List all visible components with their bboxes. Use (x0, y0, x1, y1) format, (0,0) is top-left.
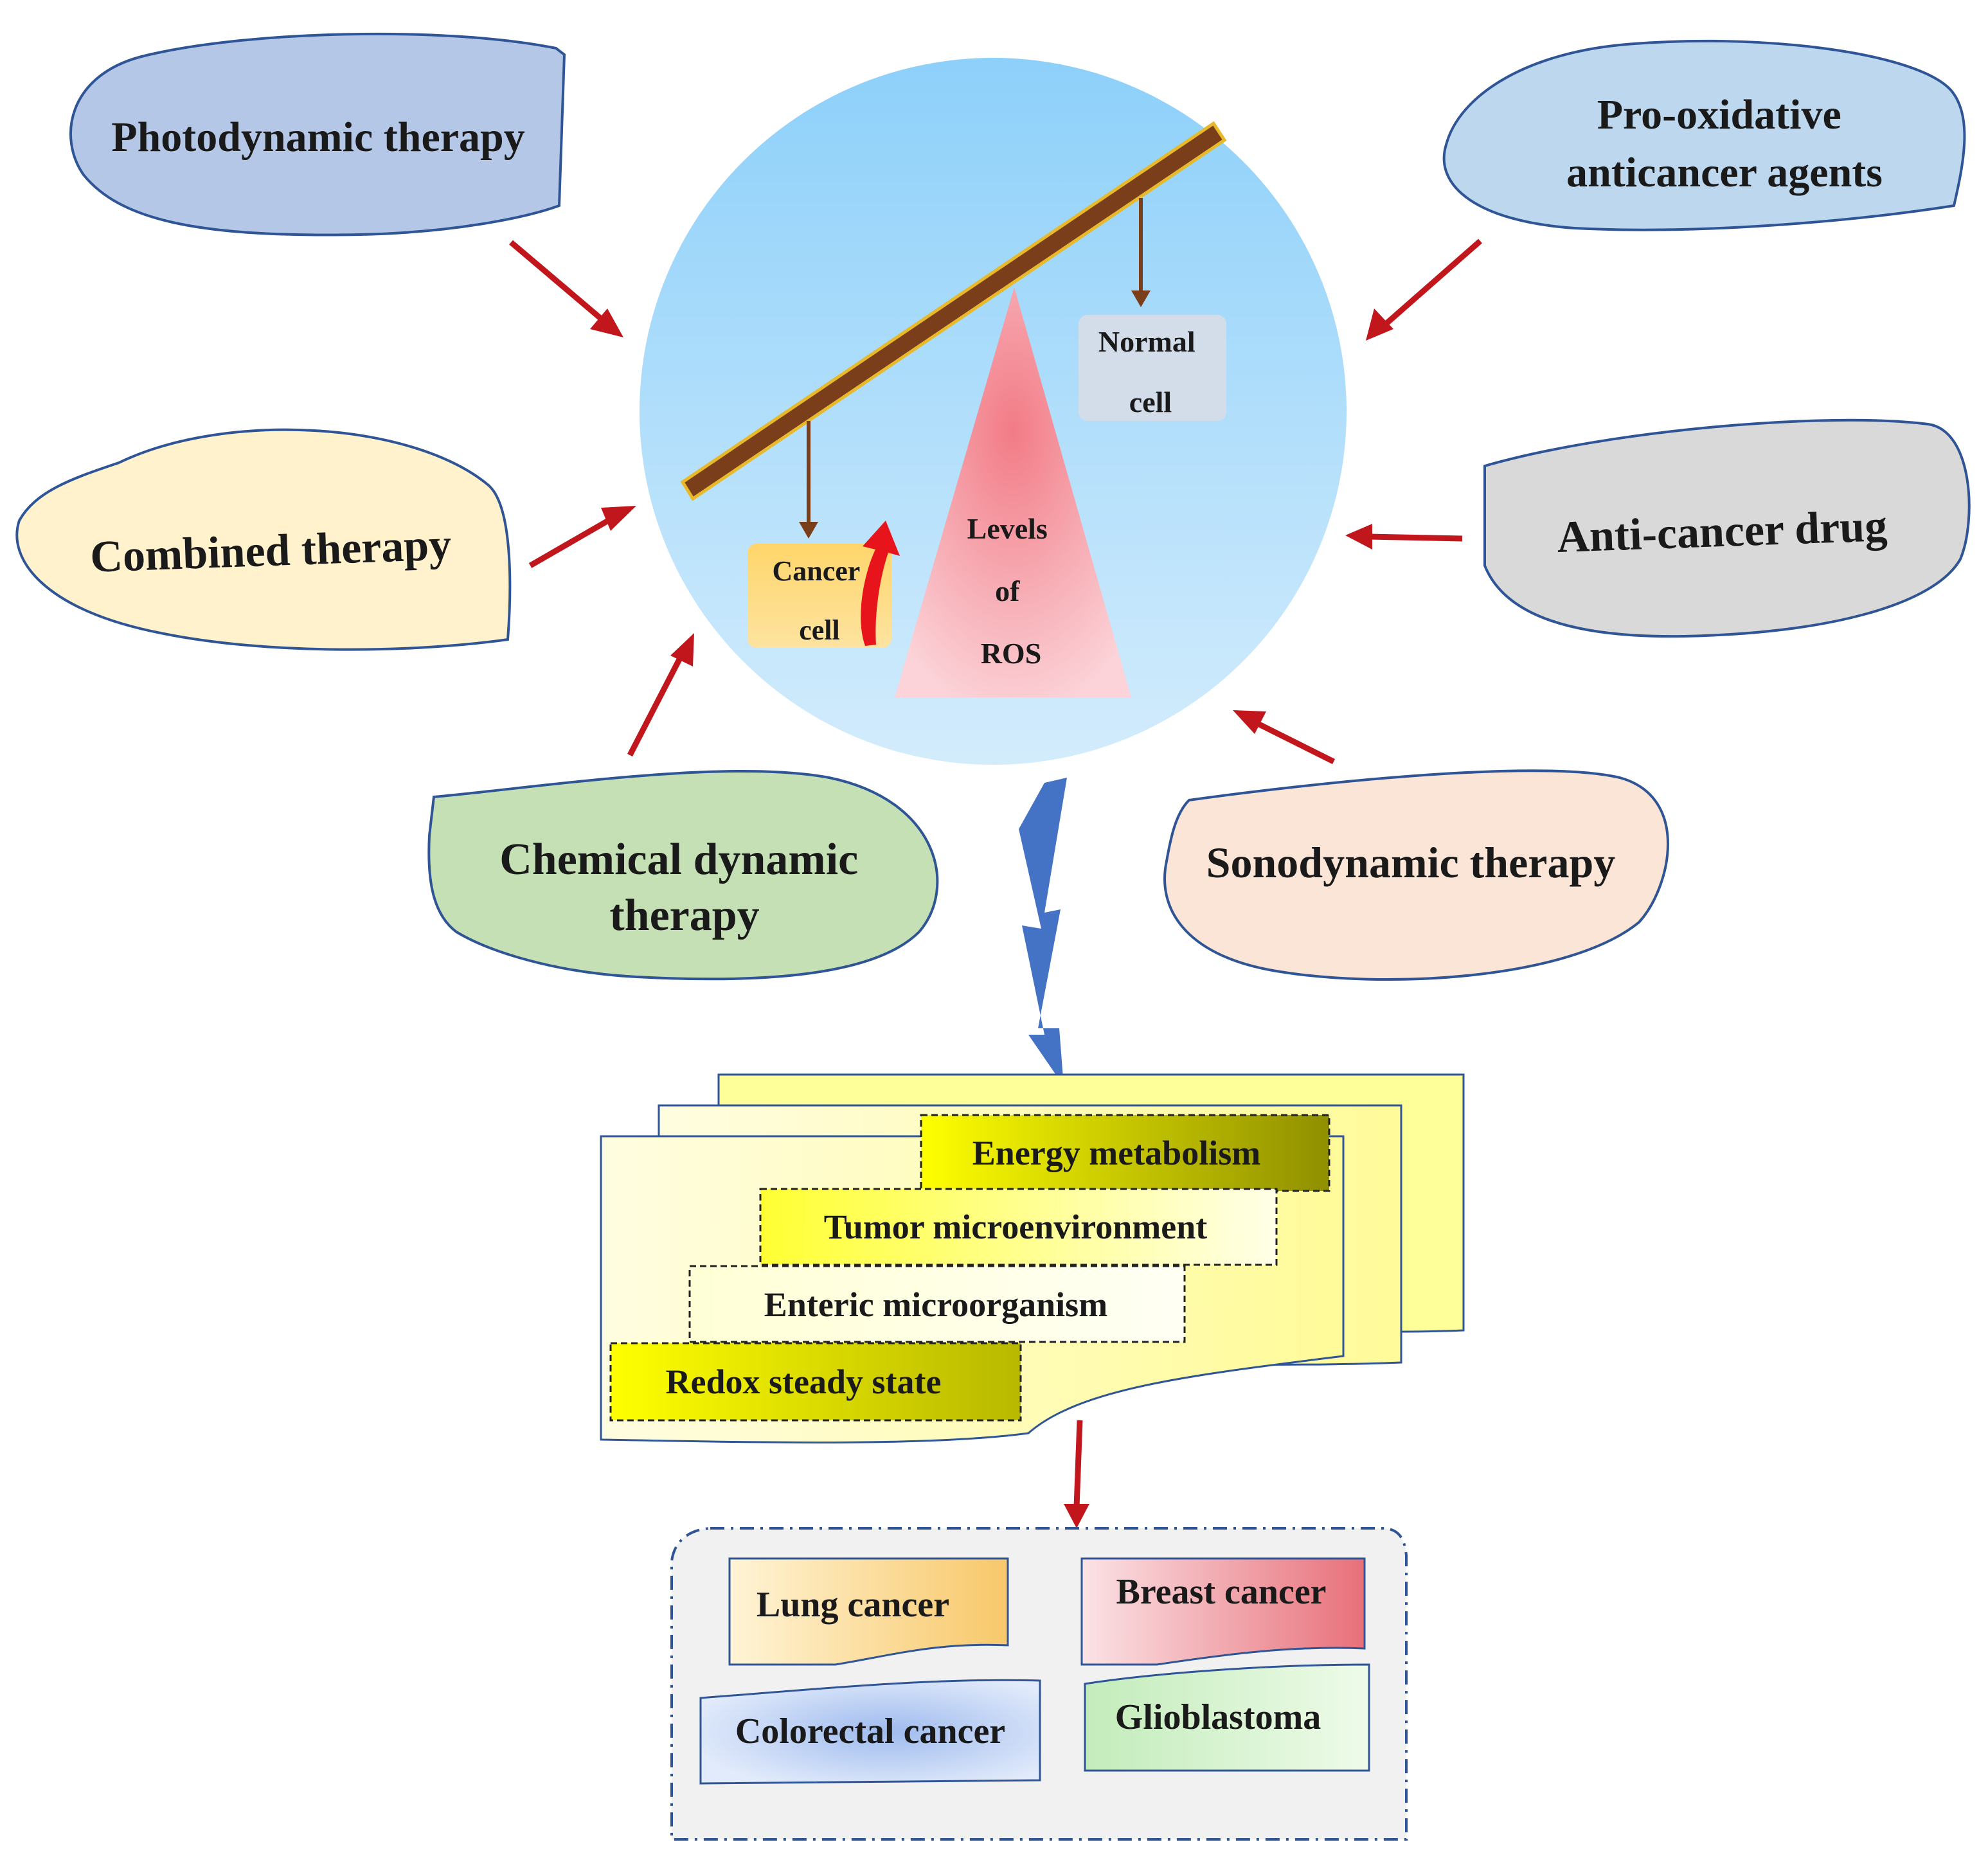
ros-balance-circle: Levels of ROS Normal cell Cancer cell (640, 58, 1347, 765)
normal-cell-box (1079, 315, 1226, 421)
enteric-microorganism-label: Enteric microorganism (764, 1285, 1107, 1324)
lung-cancer-label: Lung cancer (757, 1585, 949, 1625)
cancer-cell-box (748, 544, 891, 648)
lightning-bolt-icon (1019, 778, 1067, 1086)
redox-steady-state-label: Redox steady state (666, 1362, 942, 1401)
normal-cell-label: Normal cell (1098, 325, 1203, 418)
photodynamic-therapy-label: Photodynamic therapy (111, 114, 525, 161)
energy-metabolism-label: Energy metabolism (972, 1134, 1260, 1172)
sonodynamic-therapy-bubble: Sonodynamic therapy (1163, 769, 1669, 981)
seesaw-bar (680, 121, 1227, 501)
pro-oxidative-agents-label: Pro-oxidative anticancer agents (1566, 91, 1883, 196)
colorectal-cancer-box: Colorectal cancer (699, 1679, 1041, 1785)
ros-label: Levels of ROS (967, 512, 1055, 670)
ros-triangle (895, 287, 1131, 697)
lung-cancer-box: Lung cancer (728, 1557, 1009, 1666)
chemical-dynamic-therapy-bubble: Chemical dynamic therapy (427, 769, 939, 981)
chemical-dynamic-therapy-label: Chemical dynamic therapy (499, 835, 870, 940)
factor-energy-metabolism: Energy metabolism (920, 1114, 1330, 1192)
breast-cancer-box: Breast cancer (1080, 1557, 1366, 1666)
factor-enteric-microorganism: Enteric microorganism (688, 1265, 1186, 1343)
glioblastoma-label: Glioblastoma (1115, 1697, 1321, 1737)
increase-up-arrow-icon (861, 521, 900, 646)
breast-cancer-label: Breast cancer (1116, 1572, 1326, 1612)
glioblastoma-box: Glioblastoma (1084, 1663, 1370, 1772)
sonodynamic-therapy-label: Sonodynamic therapy (1206, 838, 1616, 887)
cancer-cell-hanger-arrow (799, 421, 818, 539)
normal-cell-hanger-arrow (1131, 198, 1151, 307)
tumor-microenvironment-label: Tumor microenvironment (824, 1208, 1208, 1246)
arrow-chemical-dynamic (627, 633, 694, 757)
arrow-photodynamic (509, 240, 623, 337)
anti-cancer-drug-label: Anti-cancer drug (1556, 501, 1888, 562)
arrow-sonodynamic (1233, 710, 1336, 765)
combined-therapy-bubble: Combined therapy (15, 428, 512, 651)
cancer-cell-label: Cancer cell (772, 555, 866, 646)
factor-tumor-microenvironment: Tumor microenvironment (759, 1188, 1278, 1266)
therapy-arrows (509, 238, 1482, 765)
arrow-anti-cancer-drug (1345, 524, 1463, 549)
colorectal-cancer-label: Colorectal cancer (735, 1711, 1005, 1751)
arrow-combined (528, 506, 636, 568)
photodynamic-therapy-bubble: Photodynamic therapy (69, 32, 566, 237)
arrow-to-cancers (1064, 1420, 1089, 1528)
cancer-types-panel: Lung cancer Breast cancer Colorectal can… (670, 1527, 1408, 1841)
pro-oxidative-agents-bubble: Pro-oxidative anticancer agents (1442, 39, 1966, 231)
arrow-pro-oxidative (1366, 238, 1482, 341)
factor-redox-steady-state: Redox steady state (609, 1342, 1022, 1422)
anti-cancer-drug-bubble: Anti-cancer drug (1483, 418, 1971, 638)
